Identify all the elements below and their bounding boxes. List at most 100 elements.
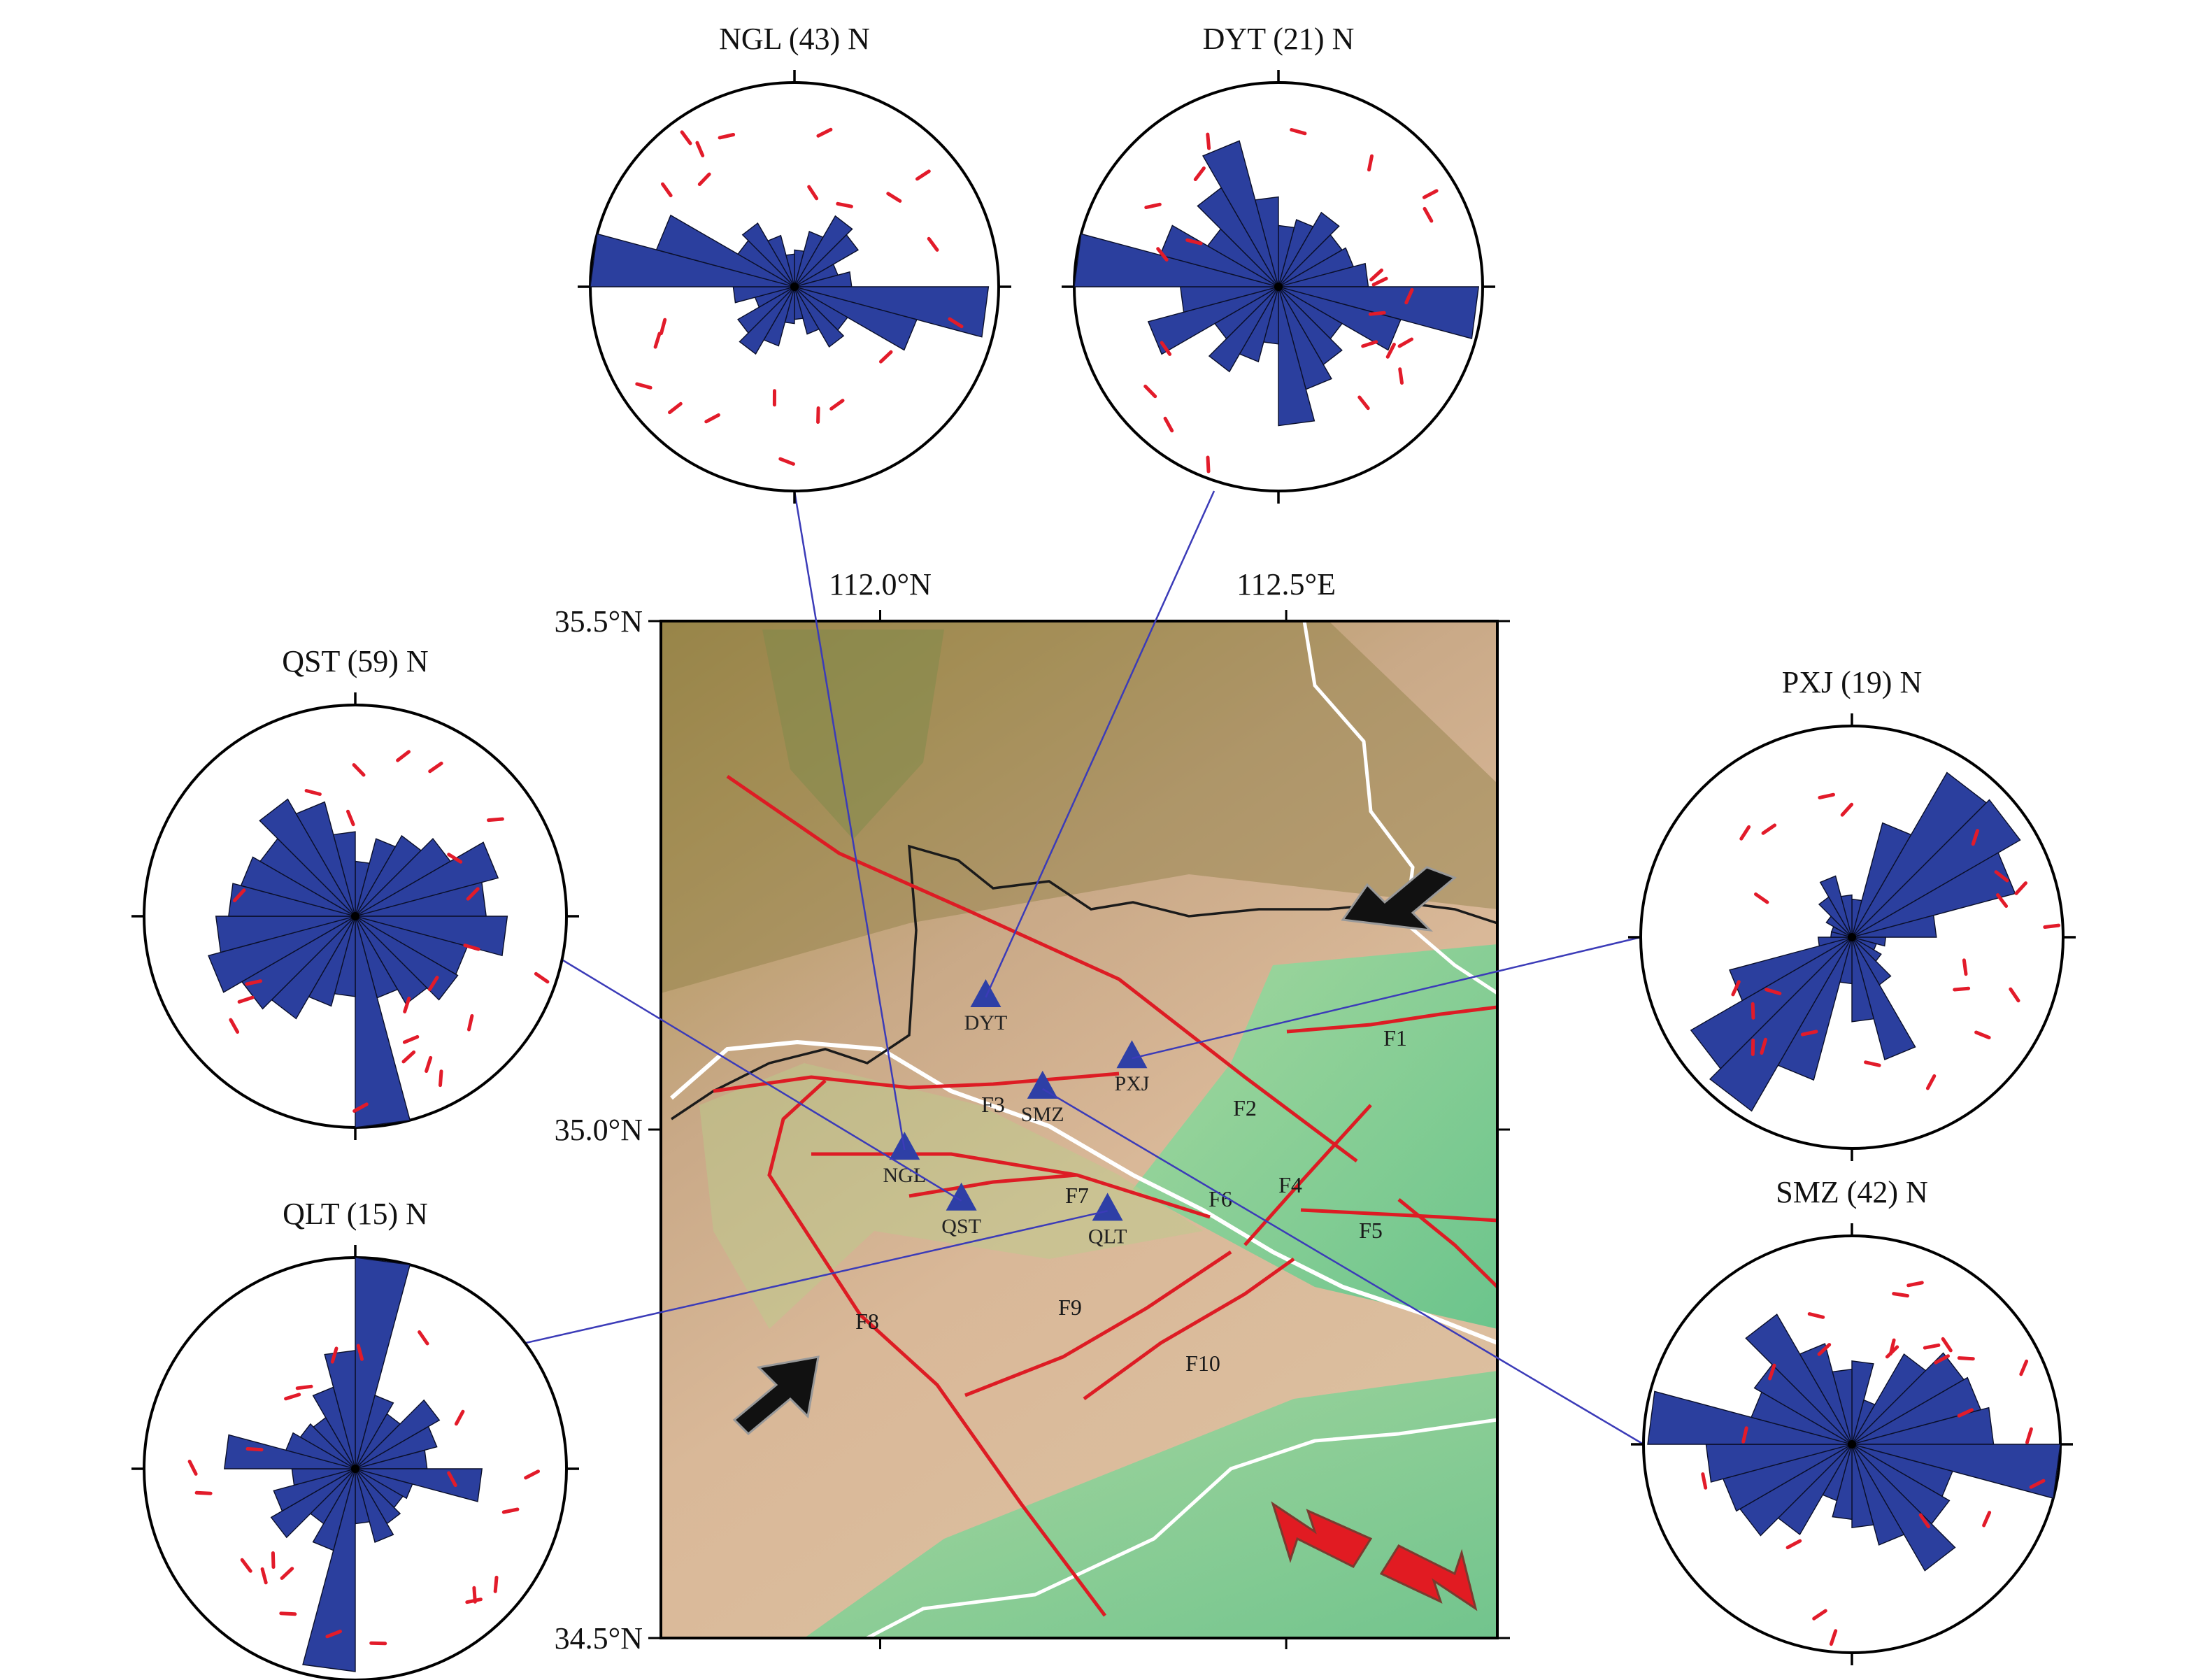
measurement-mark	[487, 817, 504, 823]
measurement-mark	[1761, 823, 1777, 835]
fault-trace	[1083, 1257, 1295, 1401]
river-south	[866, 1418, 1497, 1638]
measurement-mark	[1957, 1356, 1975, 1361]
measurement-mark	[829, 399, 845, 411]
measurement-mark	[680, 130, 692, 145]
measurement-mark	[1800, 1030, 1818, 1037]
measurement-mark	[718, 133, 736, 140]
fault-label: F9	[1058, 1295, 1082, 1320]
fault-trace	[726, 774, 1358, 1162]
measurement-mark	[1385, 343, 1396, 359]
rose-title: NGL (43) N	[719, 22, 870, 56]
lon-tick-label: 112.0°N	[829, 567, 932, 601]
measurement-mark	[778, 457, 795, 466]
measurement-mark	[661, 182, 673, 197]
river-upper	[1302, 621, 1497, 995]
measurement-mark	[295, 1384, 313, 1390]
measurement-mark	[187, 1460, 198, 1476]
measurement-mark	[1185, 238, 1203, 245]
measurement-mark	[635, 382, 653, 390]
measurement-mark	[1953, 986, 1971, 992]
measurement-mark	[418, 1330, 429, 1346]
station-label: PXJ	[1114, 1072, 1149, 1095]
fault-label: F7	[1065, 1183, 1089, 1208]
measurement-mark	[1996, 893, 2009, 908]
fault-trace	[713, 1072, 1120, 1093]
measurement-mark	[1701, 1472, 1708, 1490]
measurement-mark	[501, 1507, 520, 1514]
measurement-mark	[2019, 1359, 2029, 1376]
measurement-mark	[325, 1630, 342, 1639]
measurement-mark	[1785, 1539, 1802, 1550]
measurement-mark	[260, 1567, 268, 1585]
measurement-mark	[447, 853, 463, 864]
measurement-mark	[1731, 980, 1741, 997]
measurement-mark	[879, 350, 893, 364]
province-boundary	[671, 844, 1497, 1120]
measurement-mark	[369, 1641, 387, 1646]
measurement-mark	[229, 1018, 240, 1034]
basin-plain	[1133, 944, 1497, 1329]
measurement-mark	[396, 750, 411, 762]
stress-arrow-red-east	[1379, 1544, 1478, 1611]
lat-tick-label: 35.5°N	[555, 604, 643, 639]
stress-arrow-northeast	[1341, 866, 1457, 932]
measurement-mark	[1369, 268, 1383, 282]
rose-petal	[324, 1350, 356, 1469]
station-marker	[970, 978, 1001, 1007]
measurement-mark	[425, 1055, 433, 1073]
measurement-mark	[1361, 340, 1378, 348]
measurement-mark	[280, 1567, 294, 1580]
measurement-mark	[1367, 154, 1374, 172]
rose-center	[351, 912, 359, 920]
measurement-mark	[697, 172, 711, 186]
rose-title: PXJ (19) N	[1782, 665, 1922, 699]
measurement-mark	[1982, 1511, 1992, 1528]
station-marker	[1116, 1040, 1148, 1069]
measurement-mark	[427, 976, 439, 992]
measurement-mark	[1422, 189, 1439, 199]
fault-label: F10	[1185, 1351, 1220, 1376]
connector-line	[1042, 1088, 1644, 1446]
fault-trace	[908, 1173, 1078, 1198]
measurement-mark	[1193, 166, 1206, 181]
measurement-mark	[237, 995, 255, 1004]
station-label: DYT	[964, 1011, 1008, 1034]
measurement-mark	[467, 1014, 474, 1032]
forest-patch	[762, 629, 944, 839]
station-label: QLT	[1088, 1225, 1127, 1248]
measurement-mark	[1143, 384, 1157, 399]
measurement-mark	[463, 944, 480, 951]
measurement-mark	[1934, 1354, 1950, 1365]
rose-petal	[785, 253, 795, 287]
measurement-mark	[356, 1344, 364, 1361]
measurement-mark	[836, 201, 853, 208]
fault-label: F5	[1359, 1218, 1383, 1243]
measurement-mark	[1739, 825, 1751, 841]
rose-petal	[1278, 286, 1316, 427]
stress-arrow-southwest	[732, 1355, 820, 1436]
connector-line	[525, 1210, 1108, 1344]
rose-dyt: DYT (21) N	[1062, 22, 1495, 504]
measurement-mark	[493, 1575, 499, 1593]
southern-plain	[804, 1371, 1497, 1638]
rose-center	[1274, 283, 1283, 291]
measurement-mark	[816, 406, 820, 424]
measurement-mark	[695, 141, 705, 157]
station-label: SMZ	[1021, 1103, 1064, 1126]
measurement-mark	[2025, 1427, 2033, 1444]
measurement-mark	[1760, 1037, 1767, 1055]
measurement-mark	[304, 789, 322, 796]
measurement-mark	[915, 169, 931, 181]
fault-label: F3	[981, 1092, 1005, 1117]
stress-arrow-red-west	[1271, 1501, 1373, 1568]
measurement-mark	[1764, 988, 1782, 995]
measurement-mark	[1807, 1312, 1825, 1319]
rose-qlt: QLT (15) N	[131, 1197, 579, 1680]
measurement-mark	[653, 332, 662, 349]
fault-trace	[1286, 1005, 1497, 1034]
connector-line	[559, 957, 962, 1202]
measurement-mark	[428, 761, 443, 774]
